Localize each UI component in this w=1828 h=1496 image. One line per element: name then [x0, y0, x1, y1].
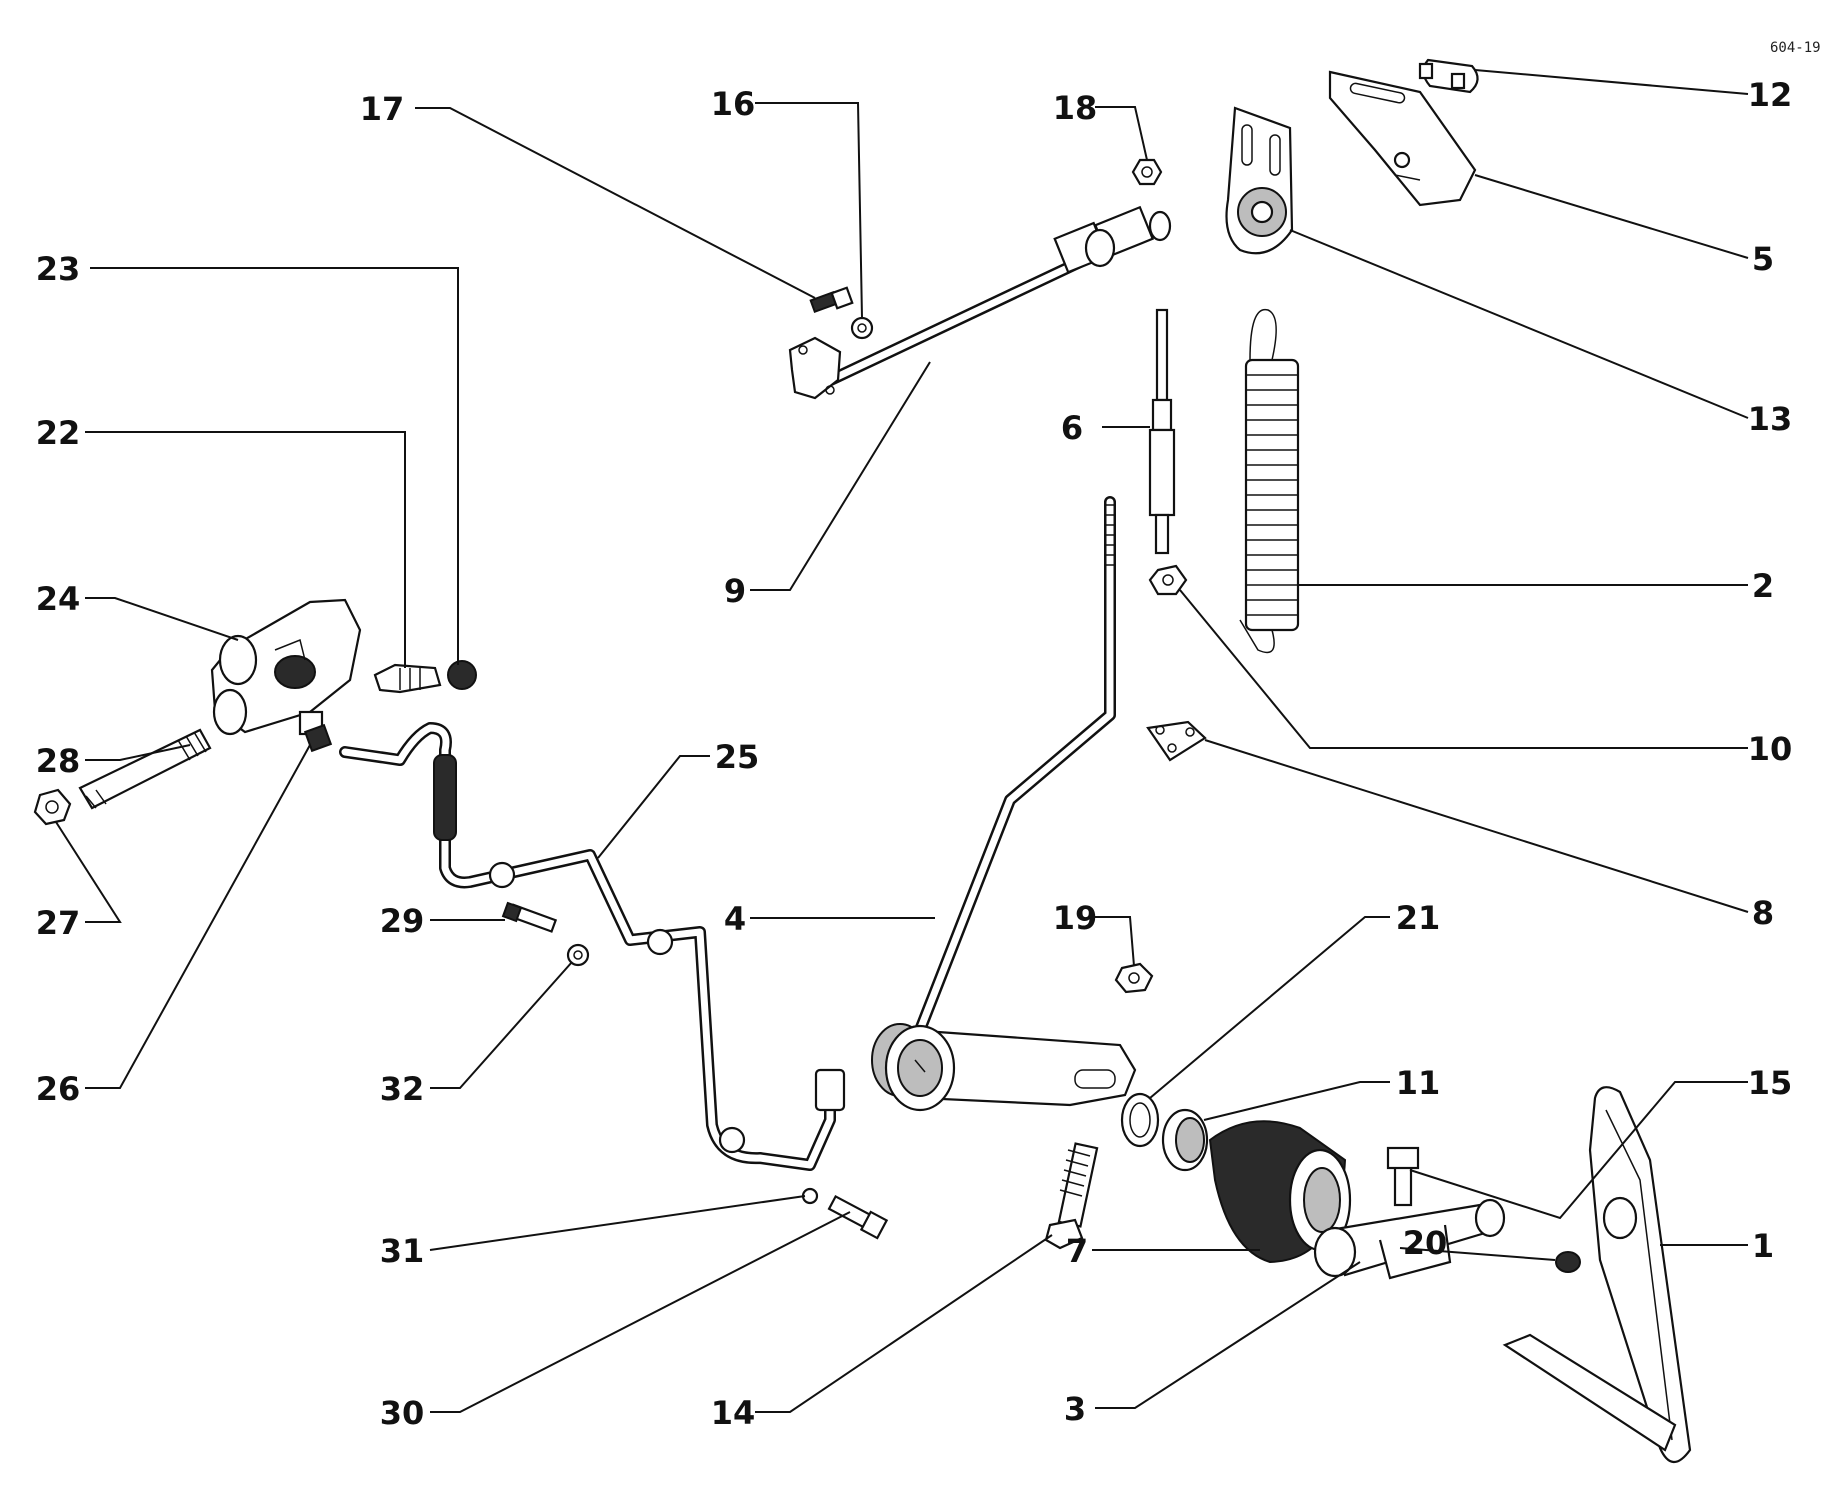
part-8-plate — [1146, 720, 1207, 762]
callout-1: 1 — [1752, 1227, 1774, 1265]
part-10-nut — [1148, 564, 1188, 596]
callout-31: 31 — [380, 1232, 425, 1270]
part-21-ring — [1120, 1092, 1160, 1148]
callout-labels: 17 16 18 12 5 13 6 2 10 8 9 23 22 24 28 … — [36, 76, 1793, 1432]
part-2-spring — [1239, 308, 1300, 654]
callout-26: 26 — [36, 1070, 81, 1108]
part-22-valve — [373, 663, 442, 694]
callout-14: 14 — [711, 1394, 756, 1432]
part-9-cross-shaft — [788, 205, 1172, 400]
callout-28: 28 — [36, 742, 81, 780]
part-12-stud-plate — [1418, 58, 1479, 94]
part-31-washer — [801, 1187, 819, 1205]
part-3-shaft — [1313, 1198, 1506, 1280]
callout-10: 10 — [1748, 730, 1793, 768]
callout-32: 32 — [380, 1070, 425, 1108]
callout-21: 21 — [1396, 899, 1441, 937]
callout-23: 23 — [36, 250, 81, 288]
part-23-cap — [447, 660, 477, 690]
callout-6: 6 — [1061, 409, 1083, 447]
part-28-stud — [78, 728, 212, 810]
callout-22: 22 — [36, 414, 81, 452]
drawing-reference: 604-19 — [1770, 40, 1821, 56]
part-13-bracket — [1225, 106, 1294, 255]
leader-lines — [55, 69, 1749, 1413]
part-5-bracket — [1328, 70, 1477, 207]
callout-11: 11 — [1396, 1064, 1441, 1102]
part-29-bolt — [501, 901, 558, 933]
part-16-nut — [850, 316, 874, 340]
part-14-bolt — [1044, 1142, 1099, 1250]
callout-20: 20 — [1403, 1224, 1448, 1262]
callout-16: 16 — [711, 85, 756, 123]
callout-9: 9 — [724, 572, 746, 610]
callout-30: 30 — [380, 1394, 425, 1432]
callout-29: 29 — [380, 902, 425, 940]
callout-13: 13 — [1748, 400, 1793, 438]
part-20-screw — [1555, 1251, 1581, 1273]
callout-19: 19 — [1053, 899, 1098, 937]
callout-18: 18 — [1053, 89, 1098, 127]
part-19-nut — [1114, 962, 1154, 994]
part-32-nut — [566, 943, 590, 967]
callout-25: 25 — [715, 738, 760, 776]
callout-8: 8 — [1752, 894, 1774, 932]
part-26-fitting — [303, 723, 333, 753]
part-15-bolt — [1386, 1146, 1420, 1207]
part-11-bushing — [1161, 1108, 1209, 1172]
callout-5: 5 — [1752, 240, 1774, 278]
part-27-nut — [33, 788, 72, 826]
callout-12: 12 — [1748, 76, 1793, 114]
callout-27: 27 — [36, 904, 81, 942]
part-7-boot — [1208, 1120, 1352, 1264]
part-17-bolt — [809, 286, 854, 314]
callout-17: 17 — [360, 90, 405, 128]
part-1-pedal — [1502, 1086, 1692, 1464]
part-25-pipe — [339, 722, 846, 1171]
callout-4: 4 — [724, 900, 746, 938]
callout-2: 2 — [1752, 567, 1774, 605]
part-6-rod — [1148, 308, 1176, 555]
part-18-nut — [1131, 158, 1163, 186]
callout-7: 7 — [1066, 1232, 1088, 1270]
callout-3: 3 — [1064, 1390, 1086, 1428]
callout-15: 15 — [1748, 1064, 1793, 1102]
part-24-housing — [210, 598, 362, 736]
part-4-lever — [871, 496, 1137, 1112]
callout-24: 24 — [36, 580, 81, 618]
